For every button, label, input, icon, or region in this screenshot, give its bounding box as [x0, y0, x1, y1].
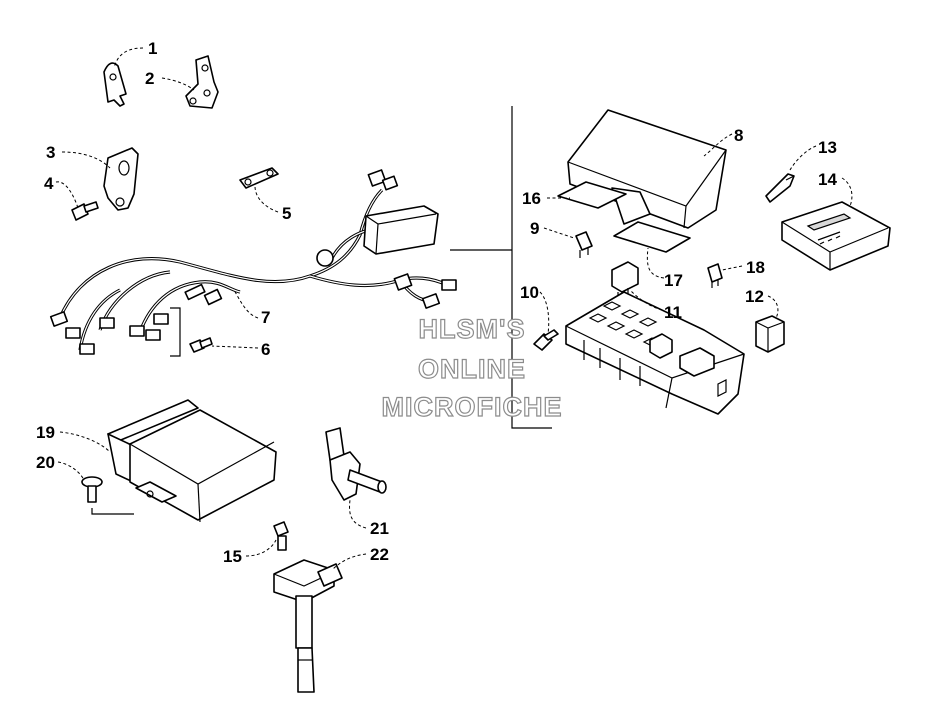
watermark-line-3: MICROFICHE	[382, 392, 563, 422]
fuse-box-body	[565, 291, 745, 415]
part-10-screw	[533, 329, 559, 351]
callout-11: 11	[664, 303, 682, 322]
part-3-bracket	[103, 147, 139, 211]
callout-3: 3	[46, 143, 55, 162]
callout-5: 5	[282, 204, 291, 223]
part-6-bolt	[189, 337, 213, 353]
part-12-relay	[755, 315, 785, 353]
leader-lines	[55, 47, 853, 571]
part-19-control-module	[107, 399, 277, 523]
part-17-label-sheet	[613, 221, 691, 253]
callout-12: 12	[745, 287, 764, 306]
callout-16: 16	[522, 189, 541, 208]
part-18-fuse	[707, 263, 723, 288]
callout-4: 4	[44, 174, 54, 193]
part-21-sensor	[325, 427, 387, 501]
part-20-screw	[81, 476, 103, 503]
callout-labels: 1 2 3 4 5 6 7 8 9 10 11 12 13 14 15 16 1…	[36, 39, 837, 566]
part-4-bolt	[71, 201, 99, 221]
watermark: HLSM'S ONLINE MICROFICHE	[381, 313, 563, 422]
callout-18: 18	[746, 258, 765, 277]
callout-7: 7	[261, 308, 270, 327]
callout-2: 2	[145, 69, 154, 88]
part-22-ignition-coil	[273, 559, 343, 693]
callout-17: 17	[664, 271, 683, 290]
callout-20: 20	[36, 453, 55, 472]
part-5-plate	[239, 167, 279, 189]
part-15-bolt	[273, 521, 289, 551]
callout-1: 1	[148, 39, 157, 58]
callout-8: 8	[734, 126, 743, 145]
part-2-bracket	[185, 55, 219, 109]
watermark-line-2: ONLINE	[418, 354, 526, 384]
callout-6: 6	[261, 340, 270, 359]
part-8-fuse-box-cover	[567, 109, 727, 229]
part-9-fuse	[575, 231, 593, 258]
callout-9: 9	[530, 219, 539, 238]
watermark-line-1: HLSM'S	[419, 314, 526, 344]
part-7-wiring-harness	[49, 169, 457, 355]
part-14-fuse-panel	[781, 201, 891, 271]
callout-22: 22	[370, 545, 389, 564]
callout-14: 14	[818, 170, 837, 189]
callout-19: 19	[36, 423, 55, 442]
callout-10: 10	[520, 283, 539, 302]
callout-21: 21	[370, 519, 389, 538]
part-16-label-sheet	[557, 181, 627, 209]
part-1-bracket	[103, 62, 127, 107]
callout-13: 13	[818, 138, 837, 157]
part-13-fuse-puller	[765, 173, 795, 203]
callout-15: 15	[223, 547, 242, 566]
